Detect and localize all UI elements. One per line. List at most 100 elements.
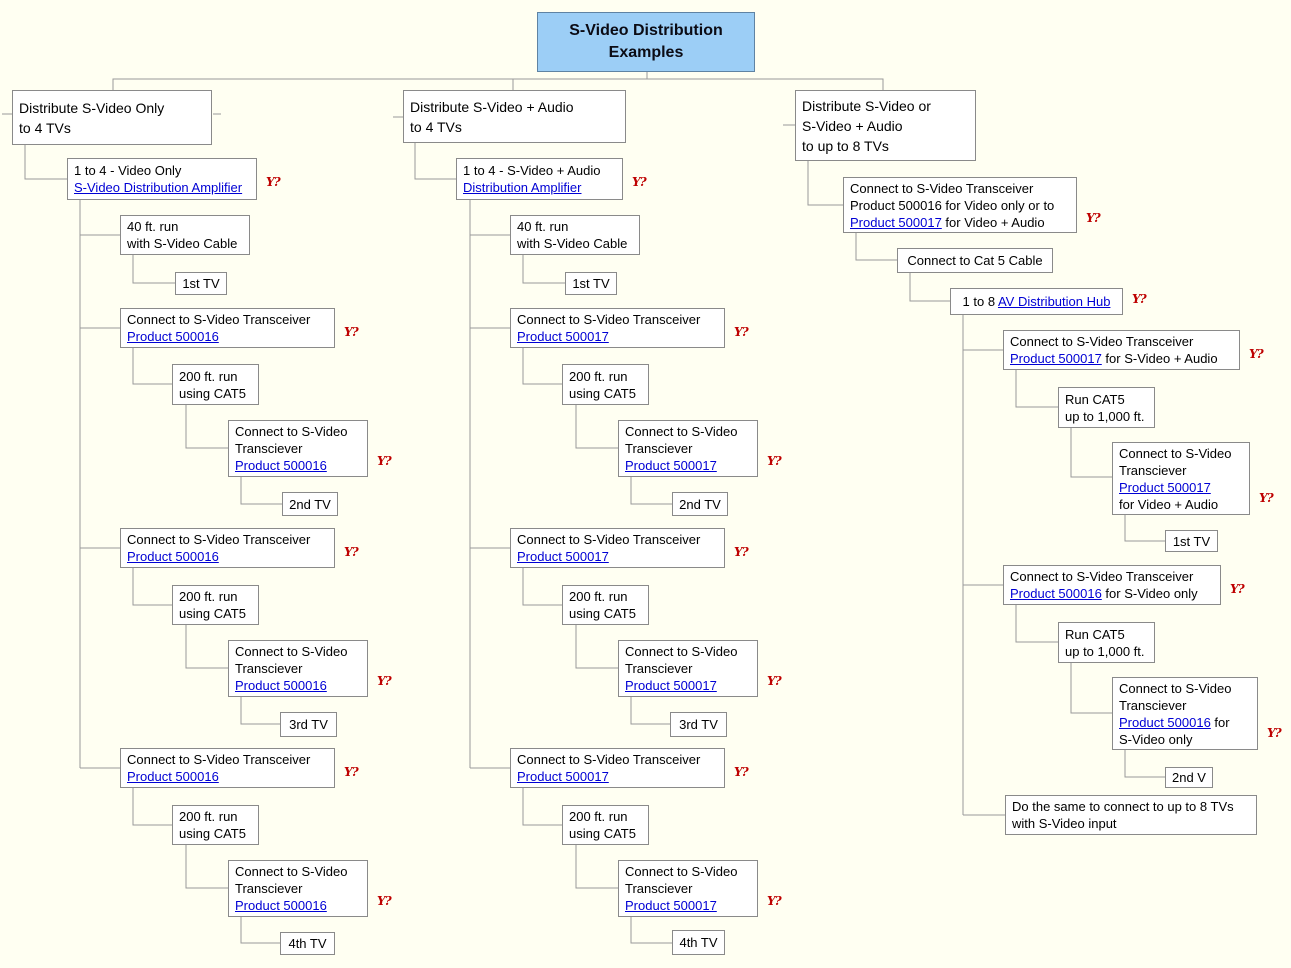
yahoo-shopping-icon[interactable]: Y? xyxy=(734,545,749,559)
node-text: Connect to Cat 5 Cable xyxy=(907,253,1043,268)
node-text: Run CAT5 xyxy=(1065,391,1125,407)
node-text-line: Distribute S-Video or xyxy=(802,96,969,116)
node-text: up to 1,000 ft. xyxy=(1065,643,1145,659)
node-1st-tv-right: 1st TV xyxy=(1165,530,1218,552)
product-500017-link[interactable]: Product 500017 xyxy=(1119,479,1211,495)
yahoo-shopping-icon[interactable]: Y? xyxy=(734,765,749,779)
yahoo-shopping-icon[interactable]: Y? xyxy=(344,545,359,559)
product-500017-link[interactable]: Product 500017 xyxy=(517,549,609,564)
product-500016-link[interactable]: Product 500016 xyxy=(235,898,327,913)
node-text: using CAT5 xyxy=(179,606,246,621)
node-text: with S-Video Cable xyxy=(517,236,628,251)
node-text-line: using CAT5 xyxy=(569,605,642,622)
node-text-line: S-Video + Audio xyxy=(802,116,969,136)
product-500016-link[interactable]: Product 500016 xyxy=(1119,714,1211,730)
yahoo-shopping-icon[interactable]: Y? xyxy=(767,894,782,908)
connector-line xyxy=(807,161,843,206)
node-text: 2nd TV xyxy=(289,496,331,512)
node-text-line: to 4 TVs xyxy=(410,117,619,137)
node-text-line: 200 ft. run xyxy=(569,588,642,605)
yahoo-shopping-icon[interactable]: Y? xyxy=(266,175,281,189)
node-text: Do the same to connect to up to 8 TVs xyxy=(1012,799,1234,814)
product-500016-link[interactable]: Product 500016 xyxy=(127,769,219,784)
node-text: 4th TV xyxy=(679,935,718,950)
node-text-line: Transciever xyxy=(625,440,751,457)
node-text: Connect to S-Video Transceiver xyxy=(517,752,701,767)
node-text-line: Connect to S-Video Transceiver xyxy=(127,531,328,548)
product-500017-link[interactable]: Product 500017 xyxy=(1010,351,1102,366)
node-text-line: Connect to S-Video xyxy=(625,643,751,660)
yahoo-shopping-icon[interactable]: Y? xyxy=(767,454,782,468)
connector-line xyxy=(575,405,618,449)
connector-line xyxy=(630,477,672,505)
product-500016-link[interactable]: Product 500016 xyxy=(235,678,327,693)
product-500017-link[interactable]: Product 500017 xyxy=(625,458,717,473)
node-2nd-tv-mid: 2nd TV xyxy=(672,492,728,516)
product-500017-link[interactable]: Product 500017 xyxy=(625,678,717,693)
yahoo-shopping-icon[interactable]: Y? xyxy=(377,894,392,908)
yahoo-shopping-icon[interactable]: Y? xyxy=(344,325,359,339)
node-text: 200 ft. run xyxy=(179,809,238,824)
yahoo-shopping-icon[interactable]: Y? xyxy=(734,325,749,339)
connector-line xyxy=(1015,370,1058,408)
node-text: for S-Video + Audio xyxy=(1101,351,1218,366)
node-text-line: Connect to S-Video xyxy=(1119,445,1243,462)
node-text-line: Connect to S-Video Transceiver xyxy=(850,180,1070,197)
product-500017-link[interactable]: Product 500017 xyxy=(517,329,609,344)
product-500016-link[interactable]: Product 500016 xyxy=(1010,586,1102,601)
product-500017-link[interactable]: Product 500017 xyxy=(517,769,609,784)
node-text: 2nd V xyxy=(1172,770,1206,785)
yahoo-shopping-icon[interactable]: Y? xyxy=(1132,292,1147,306)
node-text-line: Product 500016 xyxy=(127,548,328,565)
diagram-title: S-Video Distribution Examples xyxy=(537,12,755,72)
yahoo-shopping-icon[interactable]: Y? xyxy=(767,674,782,688)
av-distribution-hub-link[interactable]: AV Distribution Hub xyxy=(997,294,1111,309)
connector-line xyxy=(1124,750,1165,778)
node-text-line: with S-Video input xyxy=(1012,815,1250,832)
node-text-line: 3rd TV xyxy=(289,716,328,733)
yahoo-shopping-icon[interactable]: Y? xyxy=(1259,491,1274,505)
node-text: Connect to S-Video Transceiver xyxy=(1010,334,1194,349)
yahoo-shopping-icon[interactable]: Y? xyxy=(1249,347,1264,361)
node-text: Transciever xyxy=(235,881,303,896)
product-500017-link[interactable]: Product 500017 xyxy=(625,898,717,913)
connector-line xyxy=(575,845,618,889)
node-text: 40 ft. run xyxy=(517,219,569,234)
product-500016-link[interactable]: Product 500016 xyxy=(127,329,219,344)
node-text-line: Distribute S-Video + Audio xyxy=(410,97,619,117)
product-500017-link[interactable]: Product 500017 xyxy=(850,214,942,230)
node-text: 4th TV xyxy=(288,936,327,951)
node-text: 1 to 4 - Video Only xyxy=(74,163,182,178)
yahoo-shopping-icon[interactable]: Y? xyxy=(344,765,359,779)
connector-line xyxy=(909,273,950,302)
node-text-line: Connect to S-Video Transceiver xyxy=(127,751,328,768)
yahoo-shopping-icon[interactable]: Y? xyxy=(632,175,647,189)
node-text-line: Connect to S-Video xyxy=(625,863,751,880)
distribution-amplifier-link[interactable]: Distribution Amplifier xyxy=(463,180,582,195)
product-500016-link[interactable]: Product 500016 xyxy=(127,549,219,564)
node-40ft-run-mid: 40 ft. run with S-Video Cable xyxy=(510,215,640,255)
node-text: Connect to S-Video xyxy=(235,644,348,659)
node-text: 200 ft. run xyxy=(179,368,238,384)
node-text: 200 ft. run xyxy=(569,809,628,824)
node-text-line: 1 to 8 AV Distribution Hub xyxy=(963,293,1111,310)
diagram-title-line2: Examples xyxy=(608,44,684,61)
yahoo-shopping-icon[interactable]: Y? xyxy=(1086,211,1101,225)
yahoo-shopping-icon[interactable]: Y? xyxy=(377,674,392,688)
node-text: Transciever xyxy=(625,881,693,896)
product-500016-link[interactable]: Product 500016 xyxy=(235,458,327,473)
node-text: 200 ft. run xyxy=(569,368,628,384)
svideo-distribution-amplifier-link[interactable]: S-Video Distribution Amplifier xyxy=(74,180,243,195)
node-text: Connect to S-Video xyxy=(235,864,348,879)
yahoo-shopping-icon[interactable]: Y? xyxy=(1267,726,1282,740)
node-text: for Video + Audio xyxy=(1119,496,1219,512)
yahoo-shopping-icon[interactable]: Y? xyxy=(377,454,392,468)
yahoo-shopping-icon[interactable]: Y? xyxy=(1230,582,1245,596)
node-text: Connect to S-Video xyxy=(1119,445,1232,461)
